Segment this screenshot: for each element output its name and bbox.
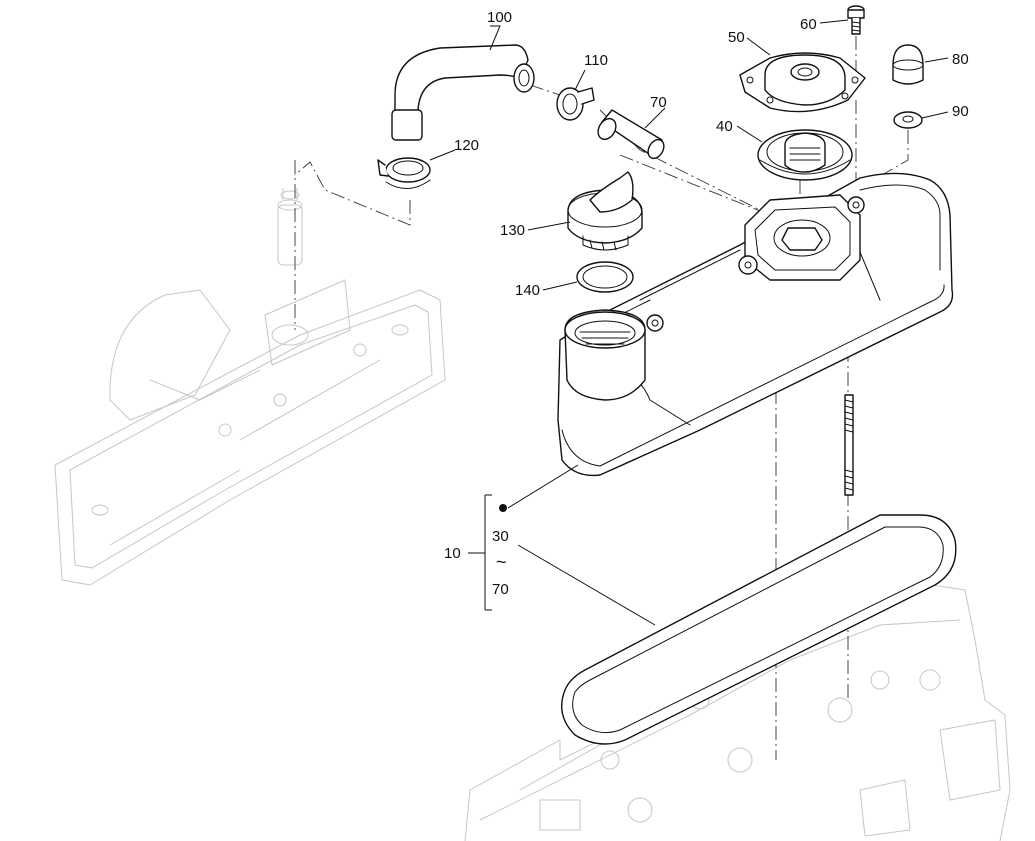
label-140: 140 [515, 282, 540, 299]
oil-filler-cap [567, 171, 643, 251]
label-60: 60 [800, 16, 817, 33]
label-70-range: 70 [492, 581, 509, 598]
hose-clamp-110 [556, 87, 595, 121]
gasket [561, 514, 957, 745]
range-tilde: ~ [496, 552, 507, 572]
leader-lines [429, 19, 949, 626]
breather-hose [391, 44, 535, 141]
valve-cover [557, 172, 954, 477]
ghost-breather-fitting [277, 188, 303, 266]
label-110: 110 [584, 52, 608, 69]
label-70-tube: 70 [650, 94, 667, 111]
ghost-intake-manifold [54, 279, 446, 586]
o-ring [576, 261, 634, 293]
label-10: 10 [444, 545, 461, 562]
screw [847, 5, 865, 35]
breather-cover [739, 52, 866, 113]
label-80: 80 [952, 51, 969, 68]
cap-nut [892, 44, 924, 85]
bullet-dot [499, 504, 507, 512]
breather-tube [597, 109, 665, 160]
hose-clamp-120 [377, 157, 431, 189]
label-50: 50 [728, 29, 745, 46]
label-120: 120 [454, 137, 479, 154]
label-90: 90 [952, 103, 969, 120]
washer [893, 111, 923, 129]
stud-bolt [844, 394, 854, 496]
breather-valve-body [757, 129, 853, 181]
label-40: 40 [716, 118, 733, 135]
callout-labels: 100 110 70 120 130 140 50 60 40 80 90 10… [444, 9, 969, 598]
label-30: 30 [492, 528, 509, 545]
label-130: 130 [500, 222, 525, 239]
label-100: 100 [487, 9, 512, 26]
